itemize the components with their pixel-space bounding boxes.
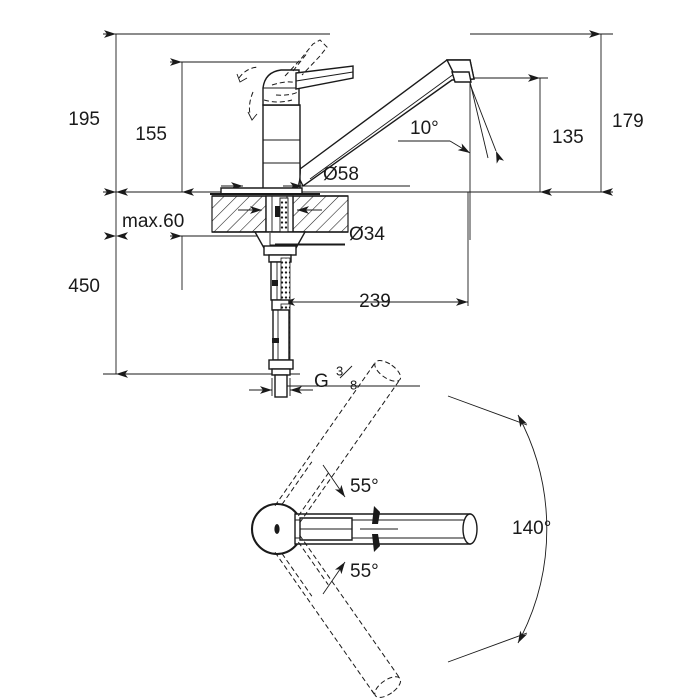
dimension-135-label: 135 <box>552 127 584 148</box>
leader-d34-label: Ø34 <box>349 224 385 245</box>
angle-10-callout: 10° <box>398 81 489 240</box>
faucet-body <box>262 65 354 193</box>
dimension-239-label: 239 <box>359 291 391 312</box>
dimension-155: 155 <box>135 58 194 196</box>
flexible-supply-hose <box>268 257 294 398</box>
angle-55-lower-label: 55° <box>350 561 379 582</box>
plan-spout-lower-dashed <box>274 534 402 698</box>
dimension-135: 135 <box>469 74 584 196</box>
thread-numerator-label: 3 <box>336 363 343 378</box>
angle-55-upper-label: 55° <box>350 476 379 497</box>
dimension-179: 179 <box>589 30 644 196</box>
leader-d58: Ø58 <box>221 164 410 190</box>
faucet-spout-arm <box>295 59 475 188</box>
thread-denominator-label: 8 <box>350 377 357 392</box>
plan-spout-upper-dashed <box>274 360 402 524</box>
thread-g-label: G <box>314 371 329 392</box>
dimension-195: 195 <box>68 30 128 196</box>
leader-d34: Ø34 <box>269 224 385 246</box>
dimension-155-label: 155 <box>135 124 167 145</box>
thread-callout-g38: G 3 8 <box>249 363 357 396</box>
faucet-base-flange <box>210 187 320 196</box>
angle-140-arc: 140° <box>447 395 551 663</box>
handle-raised-dashed <box>236 39 328 121</box>
dimension-max60-label: max.60 <box>122 211 184 232</box>
angle-55-upper: 55° <box>322 464 379 498</box>
angle-55-lower: 55° <box>322 561 379 595</box>
dimension-450-label: 450 <box>68 276 100 297</box>
plan-spout-center <box>294 506 478 552</box>
mounting-shank <box>238 195 322 263</box>
angle-10-label: 10° <box>410 118 439 139</box>
dimension-239: 239 <box>283 192 469 312</box>
dimension-450: 450 <box>68 232 183 378</box>
leader-d58-label: Ø58 <box>323 164 359 185</box>
dimension-179-label: 179 <box>612 111 644 132</box>
dimension-195-label: 195 <box>68 109 100 130</box>
angle-140-label: 140° <box>512 518 551 539</box>
extension-lines <box>103 33 613 387</box>
dimension-max60: max.60 <box>104 188 184 240</box>
